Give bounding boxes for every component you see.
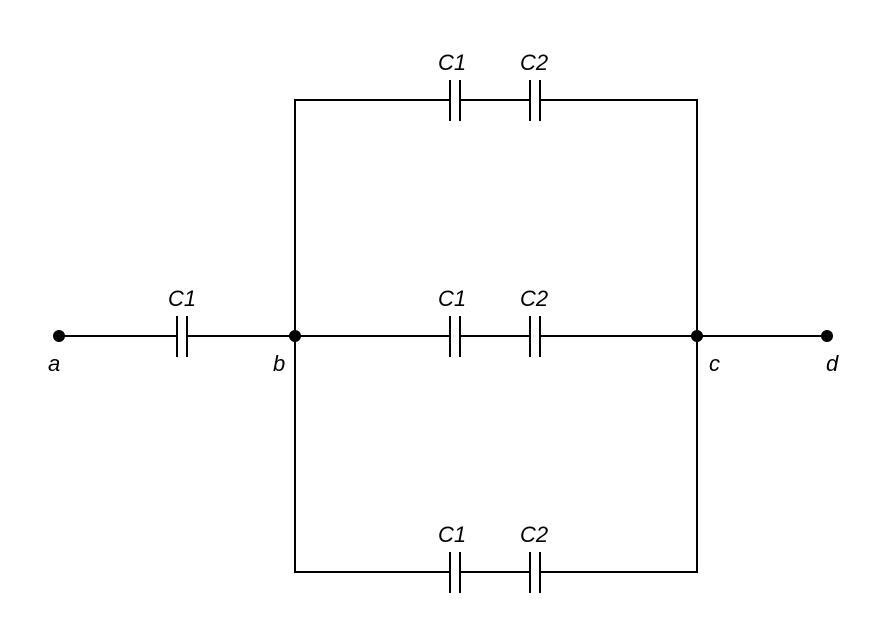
nodes bbox=[53, 330, 833, 342]
capacitor-bottom-c2-label: C2 bbox=[520, 522, 548, 547]
capacitor-top-c1-label: C1 bbox=[438, 50, 466, 75]
capacitor-series-c1 bbox=[176, 315, 188, 357]
capacitor-middle-c1-label: C1 bbox=[438, 286, 466, 311]
wires bbox=[59, 99, 827, 573]
wire-bottom-branch bbox=[294, 336, 698, 573]
capacitor-bottom-c1 bbox=[449, 551, 461, 593]
capacitor-top-c2-label: C2 bbox=[520, 50, 548, 75]
capacitor-top-c1 bbox=[449, 79, 461, 121]
node-a-label: a bbox=[48, 351, 60, 376]
node-b-label: b bbox=[273, 351, 285, 376]
capacitor-top-c2 bbox=[529, 79, 541, 121]
capacitor-series-c1-label: C1 bbox=[168, 286, 196, 311]
capacitor-bottom-c1-label: C1 bbox=[438, 522, 466, 547]
capacitor-middle-c2 bbox=[529, 315, 541, 357]
node-d-label: d bbox=[826, 351, 839, 376]
capacitor-bottom-c2 bbox=[529, 551, 541, 593]
capacitor-middle-c1 bbox=[449, 315, 461, 357]
wire-top-branch bbox=[294, 99, 698, 336]
node-b-dot bbox=[289, 330, 301, 342]
node-c-dot bbox=[691, 330, 703, 342]
node-d-dot bbox=[821, 330, 833, 342]
node-c-label: c bbox=[709, 351, 720, 376]
capacitor-middle-c2-label: C2 bbox=[520, 286, 548, 311]
node-a-dot bbox=[53, 330, 65, 342]
